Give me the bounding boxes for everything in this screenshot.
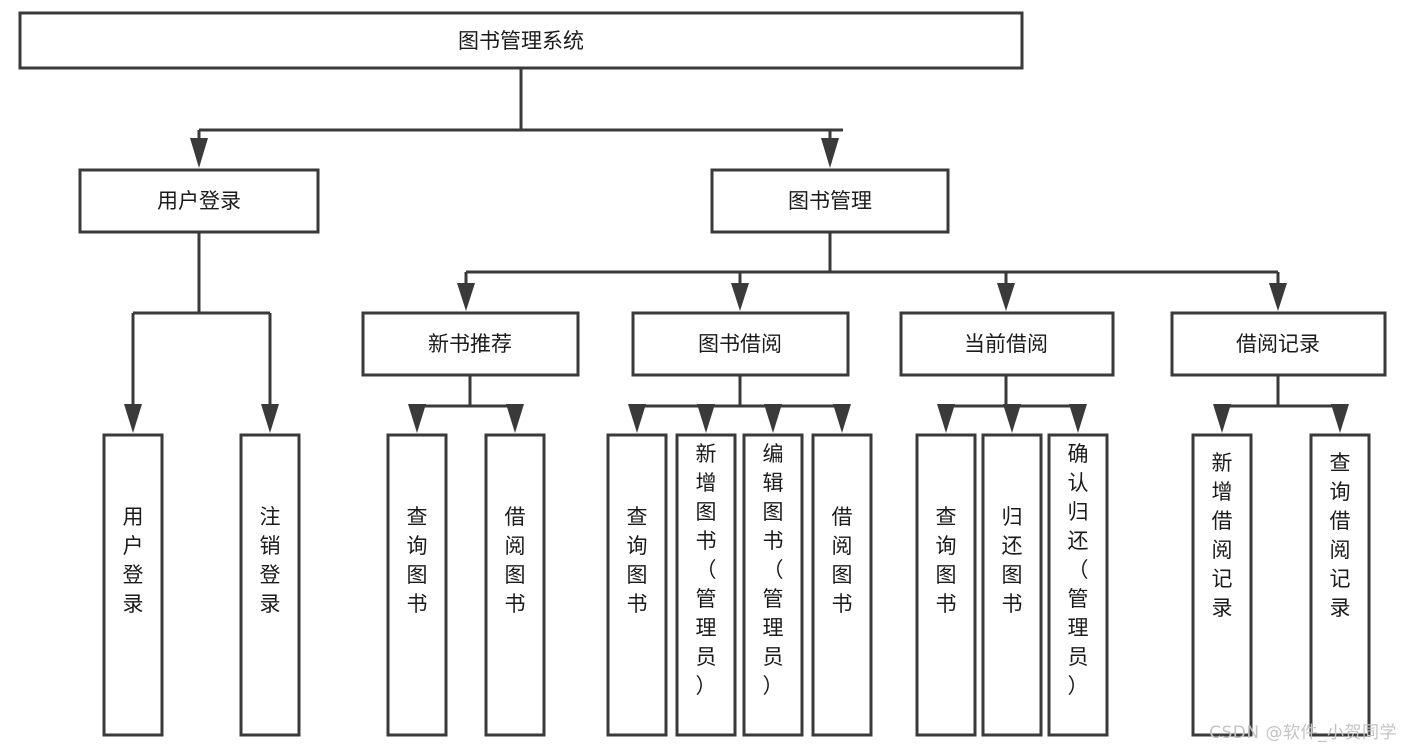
node-current-borrow-box[interactable] bbox=[899, 311, 1115, 377]
node-borrow-record[interactable]: 借阅记录 bbox=[1170, 311, 1387, 377]
node-borrow-record-label: 借阅记录 bbox=[1236, 332, 1320, 356]
node-leaf-newbook-2[interactable]: 借阅图书 bbox=[484, 433, 546, 737]
arrow-head-current-borrow bbox=[997, 283, 1015, 311]
node-leaf-borrow-1-box[interactable] bbox=[606, 433, 668, 737]
node-leaf-user-login-1[interactable]: 用户登录 bbox=[102, 433, 164, 737]
node-leaf-user-login-2-box[interactable] bbox=[239, 433, 301, 737]
node-user-login-box[interactable] bbox=[78, 168, 320, 234]
node-leaf-record-2[interactable]: 查询借阅记录 bbox=[1309, 433, 1371, 737]
node-book-manage-label: 图书管理 bbox=[788, 189, 872, 213]
arrow-head-new-book bbox=[457, 283, 475, 311]
node-leaf-current-1-box[interactable] bbox=[915, 433, 977, 737]
arrow-head-leaf-borrow-4 bbox=[833, 404, 851, 433]
node-leaf-user-login-2[interactable]: 注销登录 bbox=[239, 433, 301, 737]
watermark-text: CSDN @软件_小贺同学 bbox=[1209, 723, 1397, 743]
node-leaf-borrow-3[interactable]: 编辑图书（管理员） bbox=[742, 433, 804, 737]
node-leaf-current-3-box[interactable] bbox=[1047, 433, 1109, 737]
node-book-borrow-box[interactable] bbox=[631, 311, 850, 377]
connector-layer bbox=[124, 68, 1349, 433]
arrow-head-leaf-current-1 bbox=[937, 404, 955, 433]
node-leaf-current-1[interactable]: 查询图书 bbox=[915, 433, 977, 737]
node-current-borrow[interactable]: 当前借阅 bbox=[899, 311, 1115, 377]
arrow-head-book-borrow bbox=[731, 283, 749, 311]
node-leaf-record-1-box[interactable] bbox=[1191, 433, 1253, 737]
node-leaf-record-1-label: 新增借阅记录 bbox=[1212, 451, 1233, 620]
node-leaf-newbook-1-label: 查询图书 bbox=[407, 505, 428, 616]
node-book-borrow[interactable]: 图书借阅 bbox=[631, 311, 850, 377]
node-leaf-record-2-box[interactable] bbox=[1309, 433, 1371, 737]
node-leaf-current-2-box[interactable] bbox=[981, 433, 1043, 737]
node-user-login-label: 用户登录 bbox=[157, 189, 241, 213]
arrow-head-leaf-record-1 bbox=[1213, 404, 1231, 433]
node-current-borrow-label: 当前借阅 bbox=[964, 332, 1048, 356]
node-leaf-user-login-1-box[interactable] bbox=[102, 433, 164, 737]
arrow-head-leaf-newbook-2 bbox=[506, 404, 524, 433]
node-leaf-borrow-4-box[interactable] bbox=[811, 433, 873, 737]
arrow-head-leaf-record-2 bbox=[1331, 404, 1349, 433]
node-leaf-user-login-1-label: 用户登录 bbox=[123, 505, 144, 616]
node-leaf-current-3-label: 确认归还（管理员） bbox=[1068, 442, 1089, 698]
arrow-head-leaf-borrow-3 bbox=[764, 404, 782, 433]
node-leaf-borrow-2-box[interactable] bbox=[675, 433, 737, 737]
arrow-head-leaf-current-3 bbox=[1069, 404, 1087, 433]
node-leaf-user-login-2-label: 注销登录 bbox=[260, 505, 281, 616]
node-leaf-current-1-label: 查询图书 bbox=[936, 505, 957, 616]
node-leaf-newbook-1-box[interactable] bbox=[386, 433, 448, 737]
node-leaf-borrow-3-box[interactable] bbox=[742, 433, 804, 737]
node-root[interactable]: 图书管理系统 bbox=[18, 11, 1024, 70]
node-leaf-borrow-1-label: 查询图书 bbox=[627, 505, 648, 616]
arrow-head-book-manage bbox=[821, 138, 839, 168]
node-leaf-newbook-2-label: 借阅图书 bbox=[505, 505, 526, 616]
node-leaf-current-2[interactable]: 归还图书 bbox=[981, 433, 1043, 737]
node-leaf-borrow-1[interactable]: 查询图书 bbox=[606, 433, 668, 737]
node-leaf-newbook-2-box[interactable] bbox=[484, 433, 546, 737]
arrow-head-leaf-user-login-2 bbox=[261, 404, 279, 433]
node-book-borrow-label: 图书借阅 bbox=[698, 332, 782, 356]
arrow-head-borrow-record bbox=[1269, 283, 1287, 311]
arrow-head-leaf-current-2 bbox=[1003, 404, 1021, 433]
arrow-head-leaf-newbook-1 bbox=[408, 404, 426, 433]
node-leaf-current-2-label: 归还图书 bbox=[1002, 505, 1023, 616]
node-root-label: 图书管理系统 bbox=[458, 29, 584, 53]
node-leaf-record-1[interactable]: 新增借阅记录 bbox=[1191, 433, 1253, 737]
node-new-book-recommend[interactable]: 新书推荐 bbox=[361, 311, 580, 377]
arrow-head-user-login bbox=[190, 138, 208, 168]
node-root-box[interactable] bbox=[18, 11, 1024, 70]
node-borrow-record-box[interactable] bbox=[1170, 311, 1387, 377]
node-leaf-borrow-3-label: 编辑图书（管理员） bbox=[763, 442, 784, 698]
node-new-book-recommend-label: 新书推荐 bbox=[428, 332, 512, 356]
arrow-head-leaf-user-login-1 bbox=[124, 404, 142, 433]
node-book-manage-box[interactable] bbox=[710, 168, 950, 234]
node-leaf-borrow-4[interactable]: 借阅图书 bbox=[811, 433, 873, 737]
node-user-login[interactable]: 用户登录 bbox=[78, 168, 320, 234]
node-book-manage[interactable]: 图书管理 bbox=[710, 168, 950, 234]
node-new-book-recommend-box[interactable] bbox=[361, 311, 580, 377]
arrow-head-leaf-borrow-2 bbox=[697, 404, 715, 433]
node-leaf-record-2-label: 查询借阅记录 bbox=[1330, 451, 1351, 620]
node-leaf-borrow-2-label: 新增图书（管理员） bbox=[696, 442, 717, 698]
node-leaf-borrow-2[interactable]: 新增图书（管理员） bbox=[675, 433, 737, 737]
node-leaf-current-3[interactable]: 确认归还（管理员） bbox=[1047, 433, 1109, 737]
arrow-head-leaf-borrow-1 bbox=[628, 404, 646, 433]
node-leaf-newbook-1[interactable]: 查询图书 bbox=[386, 433, 448, 737]
node-leaf-borrow-4-label: 借阅图书 bbox=[832, 505, 853, 616]
